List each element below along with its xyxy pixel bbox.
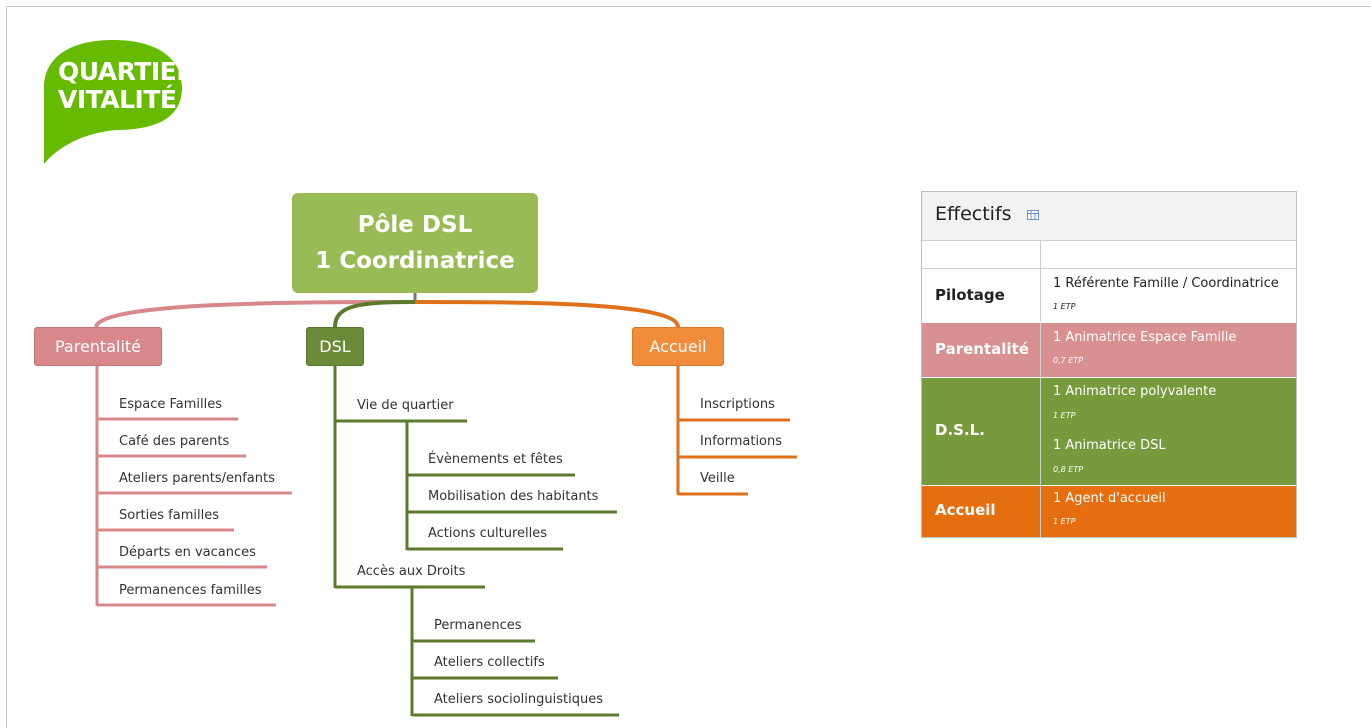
leaf-item[interactable]: Ateliers sociolinguistiques [434, 692, 603, 707]
branch-accueil[interactable]: Accueil [632, 327, 724, 366]
leaf-item[interactable]: Permanences familles [119, 583, 262, 598]
row-pilotage: Pilotage 1 Référente Famille / Coordinat… [922, 269, 1296, 322]
row-label: D.S.L. [935, 421, 985, 439]
logo-text: QUARTIER VITALITÉ [58, 58, 195, 114]
leaf-item[interactable]: Ateliers collectifs [434, 655, 545, 670]
branch-dsl[interactable]: DSL [306, 327, 364, 366]
leaf-item[interactable]: Sorties familles [119, 508, 219, 523]
leaf-item[interactable]: Permanences [434, 618, 522, 633]
canvas-frame [6, 6, 1371, 728]
table-icon[interactable] [1027, 210, 1039, 220]
leaf-item[interactable]: Inscriptions [700, 397, 775, 412]
leaf-item[interactable]: Informations [700, 434, 783, 449]
row-entry: 1 Animatrice Espace Famille [1053, 330, 1237, 345]
connector-parentalite [94, 300, 416, 328]
row-label: Parentalité [935, 340, 1029, 358]
row-etp: 1 ETP [1053, 411, 1076, 420]
leaf-item[interactable]: Mobilisation des habitants [428, 489, 599, 504]
effectifs-table: Effectifs Pilotage 1 Référente Famille /… [921, 191, 1297, 538]
central-subtitle: 1 Coordinatrice [315, 248, 515, 274]
central-node[interactable]: Pôle DSL 1 Coordinatrice [292, 193, 538, 293]
row-entry: 1 Animatrice DSL [1053, 438, 1166, 453]
leaf-item[interactable]: Évènements et fêtes [428, 452, 563, 467]
leaf-item[interactable]: Espace Familles [119, 397, 223, 412]
branch-accueil-label: Accueil [649, 337, 707, 356]
row-dsl: D.S.L. 1 Animatrice polyvalente 1 ETP 1 … [922, 378, 1296, 485]
branch-dsl-label: DSL [319, 337, 351, 356]
leaf-item[interactable]: Départs en vacances [119, 545, 256, 560]
row-etp: 0,7 ETP [1053, 356, 1084, 365]
leaf-item[interactable]: Actions culturelles [428, 526, 548, 541]
dsl-group-acces-droits[interactable]: Accès aux Droits [357, 564, 466, 579]
row-entry: 1 Référente Famille / Coordinatrice [1053, 276, 1279, 291]
branch-parentalite-label: Parentalité [54, 337, 142, 356]
row-entry: 1 Agent d'accueil [1053, 491, 1166, 506]
row-label: Accueil [935, 501, 996, 519]
row-entry: 1 Animatrice polyvalente [1053, 384, 1217, 399]
row-etp: 1 ETP [1053, 302, 1076, 311]
leaf-item[interactable]: Veille [700, 471, 735, 486]
leaf-item[interactable]: Ateliers parents/enfants [119, 471, 275, 486]
quartier-vitalite-logo [44, 40, 182, 164]
leaf-item[interactable]: Café des parents [119, 434, 230, 449]
effectifs-header: Effectifs [922, 192, 1296, 241]
row-etp: 1 ETP [1053, 517, 1076, 526]
logo-line-1: QUARTIER [58, 57, 195, 86]
effectifs-title: Effectifs [935, 203, 1012, 225]
row-parentalite: Parentalité 1 Animatrice Espace Famille … [922, 323, 1296, 377]
row-label: Pilotage [935, 286, 1005, 304]
effectifs-header-row [922, 241, 1296, 269]
central-title: Pôle DSL [357, 212, 473, 238]
connector-dsl [333, 300, 416, 328]
row-etp: 0,8 ETP [1053, 465, 1084, 474]
connector-accueil [414, 300, 680, 328]
branch-parentalite[interactable]: Parentalité [34, 327, 162, 366]
logo-line-2: VITALITÉ [58, 85, 177, 114]
row-accueil: Accueil 1 Agent d'accueil 1 ETP [922, 486, 1296, 537]
dsl-group-vie-quartier[interactable]: Vie de quartier [357, 398, 454, 413]
